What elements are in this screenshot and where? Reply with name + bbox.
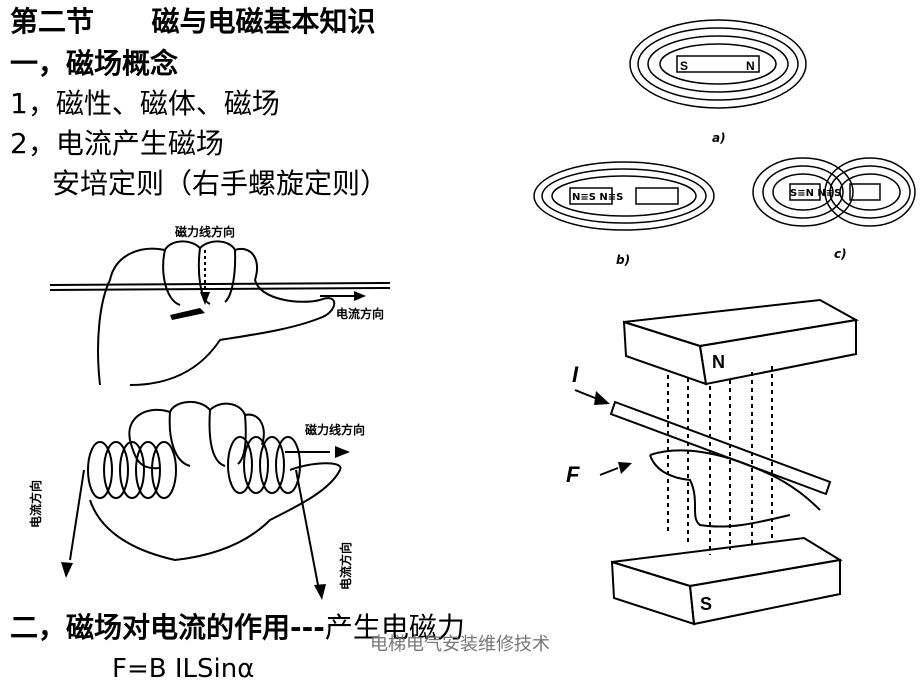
current-symbol-i: I: [572, 362, 579, 387]
wire-line: [49, 282, 391, 286]
pole-s-label: S: [700, 594, 712, 614]
item-magnetism: 1，磁性、磁体、磁场: [10, 87, 280, 120]
hand-outline: [97, 240, 336, 386]
heading-magnetic-field-concept: 一，磁场概念: [10, 47, 179, 80]
magnet-c-label: S≡N N≡S: [790, 188, 841, 199]
caption-b: b): [616, 253, 630, 267]
force-symbol-f: F: [566, 462, 580, 487]
heading-force-bold: 二，磁场对电流的作用---: [10, 611, 325, 644]
formula: F=B ILSinα: [112, 654, 255, 684]
title-section: 第二节: [10, 5, 95, 38]
title-topic: 磁与电磁基本知识: [151, 5, 376, 38]
coil-current-label-left: 电流方向: [28, 480, 43, 528]
caption-a: a): [712, 131, 726, 145]
current-direction-label: 电流方向: [336, 306, 384, 321]
heading-force-rest: 产生电磁力: [324, 611, 465, 644]
item-ampere-rule: 安培定则（右手螺旋定则）: [52, 167, 389, 200]
coil-current-label-right: 电流方向: [338, 542, 353, 590]
bar-magnet-a: [676, 55, 760, 73]
magnet-a-n: N: [746, 59, 755, 73]
item-current-field: 2，电流产生磁场: [10, 127, 224, 160]
field-direction-label: 磁力线方向: [174, 224, 235, 239]
caption-c: c): [834, 247, 847, 261]
magnet-a-s: S: [680, 59, 688, 73]
magnet-b-label: N≡S N≡S: [572, 192, 623, 203]
coil-field-direction-label: 磁力线方向: [304, 422, 365, 437]
pole-n-label: N: [712, 352, 725, 372]
footer-text: 电梯电气安装维修技术: [370, 634, 550, 655]
